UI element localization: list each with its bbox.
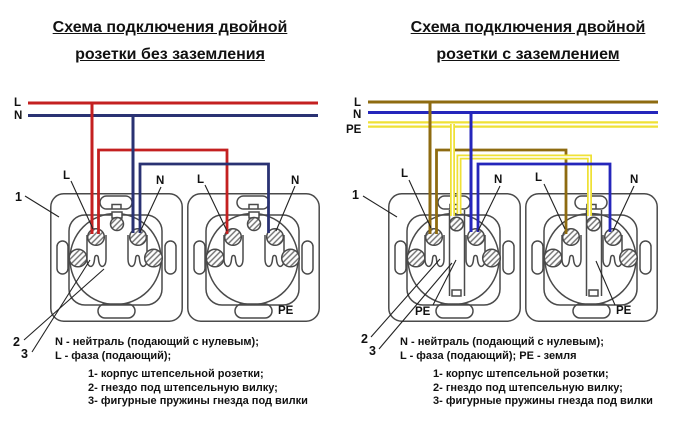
right-legend-phase: L - фаза (подающий); PE - земля — [400, 349, 577, 362]
left-l2-leader — [204, 184, 228, 232]
left-legend-wires: N - нейтраль (подающий с нулевым); L - ф… — [55, 336, 259, 363]
left-title-line2: розетки без заземления — [75, 46, 265, 63]
right-diagram-title: Схема подключения двойной розетки с зазе… — [388, 14, 668, 68]
left-legend-phase: L - фаза (подающий); — [55, 349, 172, 362]
left-callout1-leader — [24, 195, 60, 218]
right-legend-items: 1- корпус штепсельной розетки; 2- гнездо… — [433, 368, 653, 409]
left-diagram-title: Схема подключения двойной розетки без за… — [30, 14, 310, 68]
left-n1-leader — [139, 186, 162, 233]
right-bus-label-pe: PE — [346, 124, 362, 136]
right-socket1-l-label: L — [401, 168, 408, 180]
right-legend-item1: 1- корпус штепсельной розетки; — [433, 368, 609, 380]
right-callout-2: 2 — [361, 332, 368, 346]
right-bus-label-l: L — [354, 97, 361, 109]
left-callout2-leader — [23, 268, 105, 341]
left-socket1-n-label: N — [156, 175, 164, 187]
left-phase-jumper-wire — [97, 148, 229, 234]
right-callout2-leader — [370, 258, 441, 338]
left-callout-3: 3 — [21, 347, 28, 361]
left-legend-item3: 3- фигурные пружины гнезда под вилки — [88, 395, 308, 407]
right-socket2-l-label: L — [535, 172, 542, 184]
left-bus-label-l: L — [14, 97, 21, 109]
right-socket2-pe-label: PE — [616, 305, 632, 317]
left-legend-item1: 1- корпус штепсельной розетки; — [88, 368, 264, 380]
right-socket1-pe-label: PE — [415, 306, 431, 318]
left-n2-leader — [275, 185, 296, 232]
right-legend-wires: N - нейтраль (подающий с нулевым); L - ф… — [400, 336, 604, 363]
left-title-line1: Схема подключения двойной — [52, 19, 288, 36]
right-n2-leader — [612, 185, 635, 232]
right-pe2-leader — [595, 260, 616, 306]
right-bus-label-n: N — [353, 109, 361, 121]
left-socket2-pe-label: PE — [278, 305, 294, 317]
right-legend-neutral: N - нейтраль (подающий с нулевым); — [400, 336, 604, 348]
right-n1-leader — [477, 185, 501, 232]
right-callout3-leader — [378, 262, 453, 350]
right-pe1-leader — [432, 259, 457, 306]
left-callout-1: 1 — [15, 190, 22, 204]
right-callout1-leader — [362, 195, 398, 218]
left-callout3-leader — [31, 259, 91, 353]
right-legend-item2: 2- гнездо под штепсельную вилку; — [433, 381, 623, 394]
left-bus-label-n: N — [14, 110, 22, 122]
right-socket2-n-label: N — [630, 174, 638, 186]
left-legend-item2: 2- гнездо под штепсельную вилку; — [88, 381, 278, 394]
left-socket2-l-label: L — [197, 174, 204, 186]
left-legend-neutral: N - нейтраль (подающий с нулевым); — [55, 336, 259, 348]
left-socket2-n-label: N — [291, 175, 299, 187]
left-socket1-l-label: L — [63, 170, 70, 182]
left-neutral-jumper-wire — [138, 162, 270, 233]
right-callout-1: 1 — [352, 188, 359, 202]
right-l2-leader — [543, 183, 566, 230]
right-l1-leader — [408, 179, 432, 229]
right-earth-jumper-core — [458, 156, 591, 216]
right-callout-3: 3 — [369, 344, 376, 358]
right-phase-jumper-wire — [435, 148, 568, 234]
left-socket-2 — [188, 194, 319, 321]
right-title-line1: Схема подключения двойной — [410, 19, 646, 36]
right-legend-item3: 3- фигурные пружины гнезда под вилки — [433, 395, 653, 407]
left-socket-1 — [51, 194, 182, 321]
right-socket1-n-label: N — [494, 174, 502, 186]
left-l1-leader — [70, 180, 94, 230]
right-title-line2: розетки с заземлением — [436, 46, 620, 63]
right-neutral-jumper-wire — [476, 162, 612, 232]
left-legend-items: 1- корпус штепсельной розетки; 2- гнездо… — [88, 368, 308, 409]
left-callout-2: 2 — [13, 335, 20, 349]
